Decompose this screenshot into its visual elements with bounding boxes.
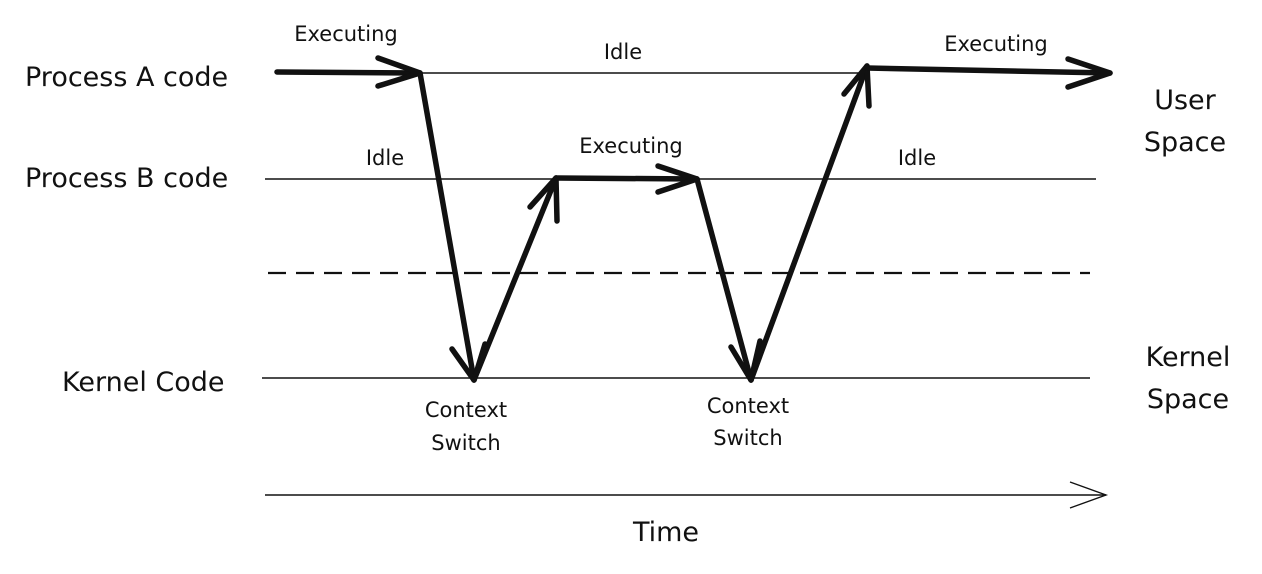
switch-up-arrow-2 (748, 63, 872, 383)
process-a-executing-label-1: Executing (294, 22, 398, 46)
lane-label-process-b: Process B code (25, 163, 228, 194)
lane-label-process-a: Process A code (25, 62, 228, 93)
process-b-idle-label-2: Idle (898, 146, 936, 170)
context-switch-label-1-line2: Switch (431, 431, 500, 455)
switch-down-arrow-2 (694, 176, 763, 383)
process-a-executing-arrow-1 (274, 55, 423, 89)
context-switch-label-2-line2: Switch (713, 426, 782, 450)
process-b-executing-label: Executing (579, 134, 683, 158)
kernel-space-label-line1: Kernel (1146, 342, 1231, 373)
context-switch-label-1-line1: Context (425, 398, 507, 422)
lane-label-kernel: Kernel Code (62, 367, 225, 398)
process-a-executing-label-2: Executing (944, 32, 1048, 56)
kernel-space-label-line2: Space (1147, 384, 1229, 415)
switch-up-arrow-1 (471, 175, 560, 383)
switch-down-arrow-1 (417, 70, 488, 383)
user-space-label-line2: Space (1144, 127, 1226, 158)
process-a-executing-arrow-2 (864, 56, 1113, 90)
user-space-label-line1: User (1154, 85, 1216, 116)
time-axis-arrow (265, 481, 1109, 509)
time-axis-label: Time (632, 517, 699, 548)
process-a-idle-label: Idle (604, 40, 642, 64)
context-switch-label-2-line1: Context (707, 394, 789, 418)
process-b-executing-arrow (553, 163, 700, 195)
process-b-idle-label-1: Idle (366, 146, 404, 170)
